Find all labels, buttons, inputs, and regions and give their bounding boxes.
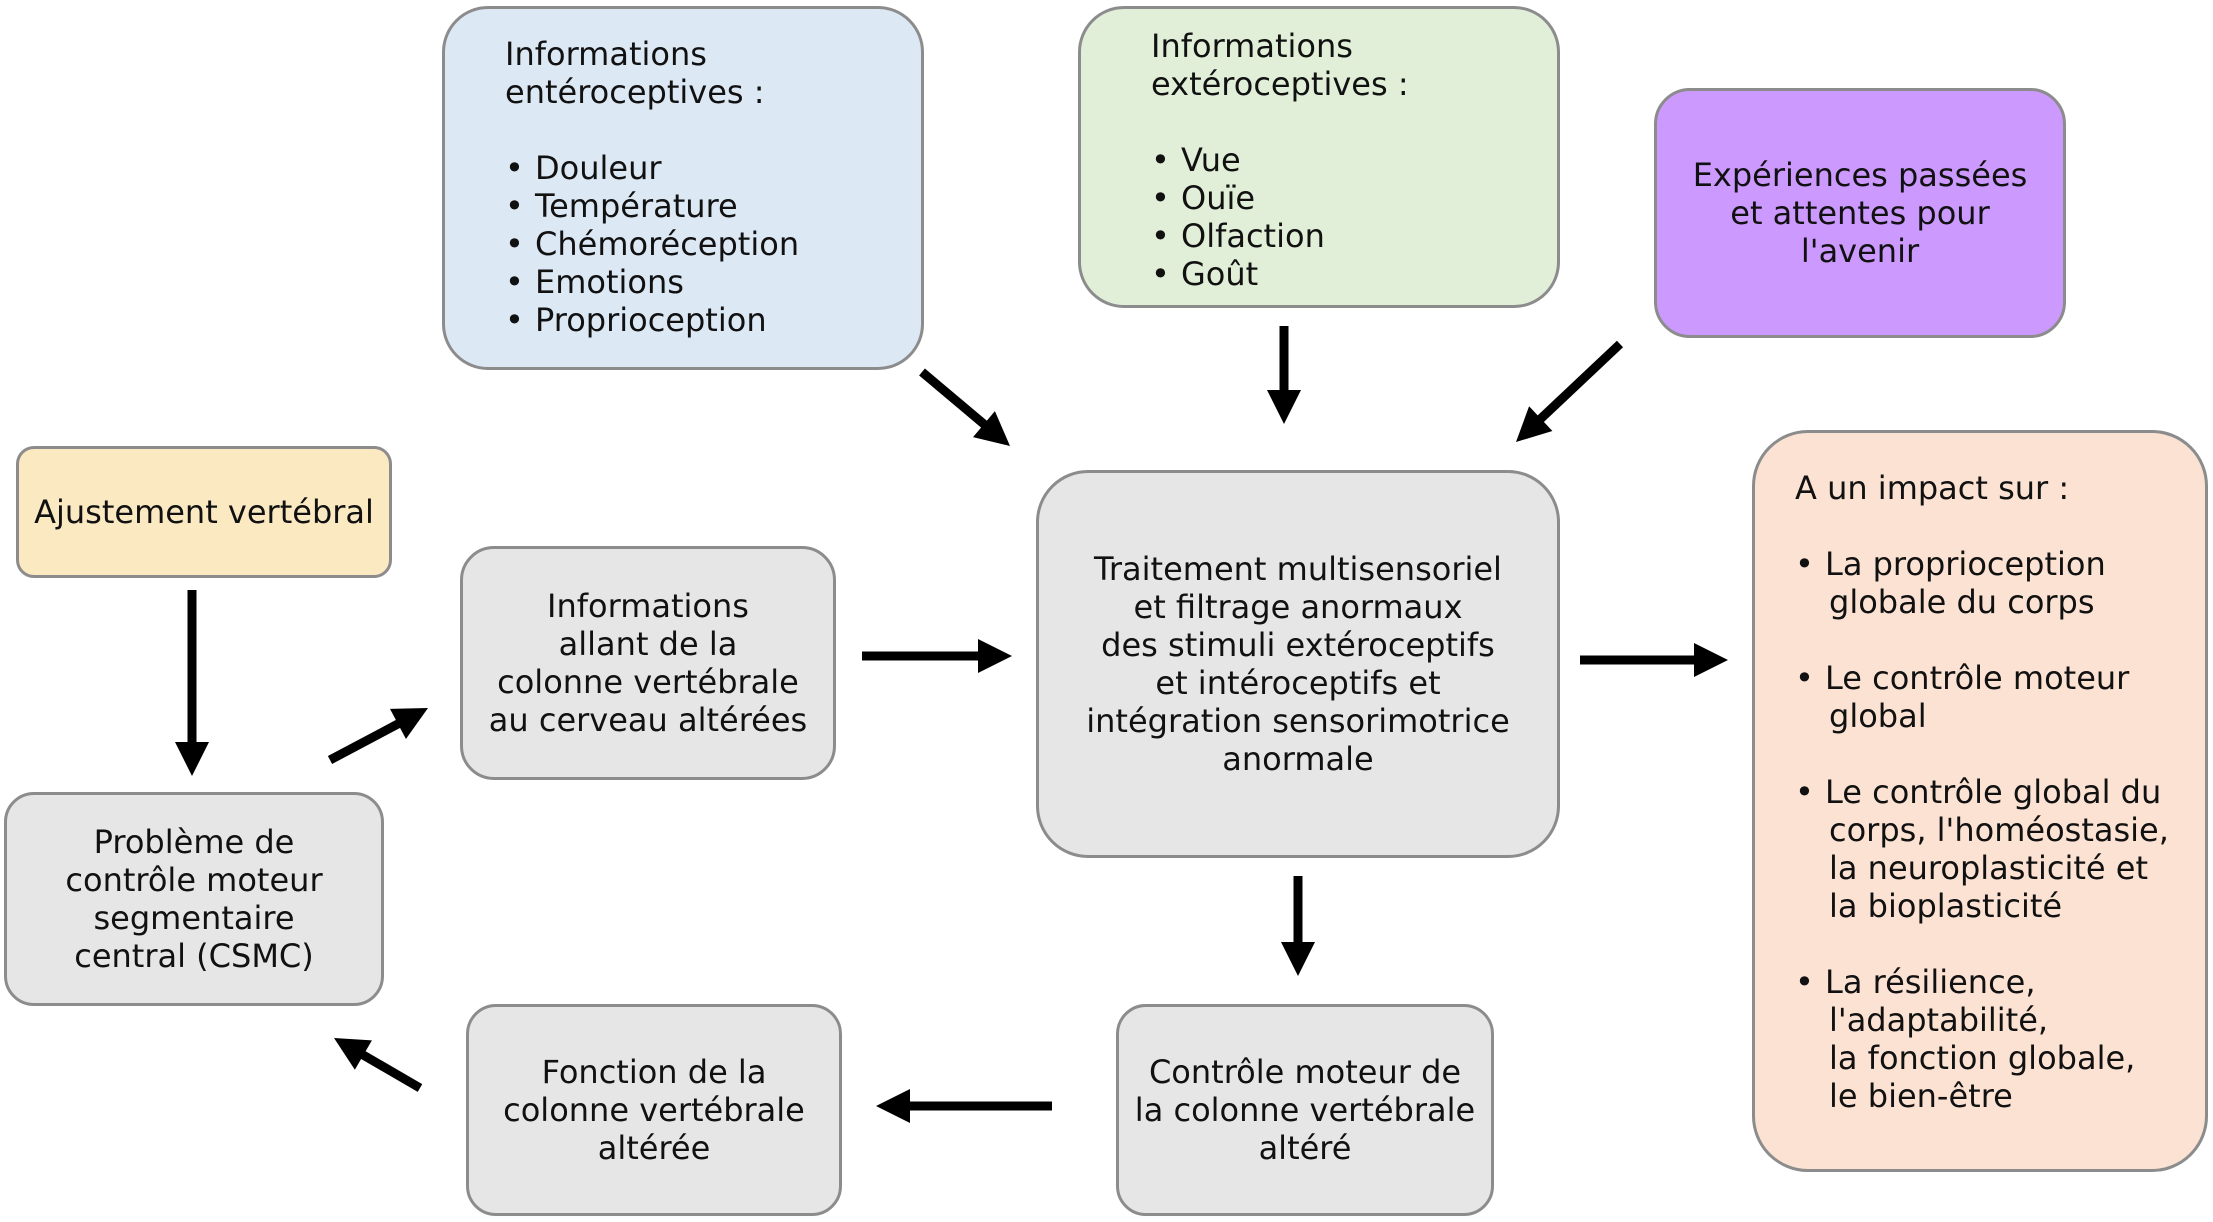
item-line: La proprioception bbox=[1825, 545, 2106, 583]
item-list: La proprioception globale du corps Le co… bbox=[1795, 545, 2205, 1115]
node-text-line: Traitement multisensoriel bbox=[1094, 550, 1502, 588]
item-line: l'adaptabilité, bbox=[1829, 1001, 2049, 1039]
title-line: extéroceptives : bbox=[1151, 65, 1409, 103]
item-line: le bien-être bbox=[1829, 1077, 2013, 1115]
node-text-line: et intéroceptifs et bbox=[1155, 664, 1441, 702]
item-line: Le contrôle moteur bbox=[1825, 659, 2130, 697]
arrow-experiences-to-processing bbox=[1516, 340, 1624, 442]
node-text-line: anormale bbox=[1222, 740, 1374, 778]
node-text-line: au cerveau altérées bbox=[488, 701, 808, 739]
item-line: la fonction globale, bbox=[1829, 1039, 2136, 1077]
node-title: A un impact sur : bbox=[1795, 469, 2205, 507]
item-line: globale du corps bbox=[1829, 583, 2095, 621]
list-item: Emotions bbox=[505, 263, 921, 301]
node-text-line: et attentes pour bbox=[1730, 194, 1990, 232]
node-text-line: colonne vertébrale bbox=[497, 663, 799, 701]
node-spine-information: Informations allant de la colonne vertéb… bbox=[460, 546, 836, 780]
arrow-interoceptive-to-processing bbox=[919, 368, 1010, 446]
arrow-processing-to-impact bbox=[1580, 643, 1728, 677]
arrow-processing-to-motor_control bbox=[1281, 876, 1315, 976]
item-line: corps, l'homéostasie, bbox=[1829, 811, 2169, 849]
node-text-line: Contrôle moteur de bbox=[1148, 1053, 1462, 1091]
node-text-line: segmentaire bbox=[93, 899, 295, 937]
list-item: Le contrôle global du corps, l'homéostas… bbox=[1795, 773, 2205, 925]
node-text-line: altéré bbox=[1258, 1129, 1352, 1167]
list-item: Olfaction bbox=[1151, 217, 1557, 255]
node-text-line: la colonne vertébrale bbox=[1134, 1091, 1476, 1129]
node-text-line: central (CSMC) bbox=[74, 937, 314, 975]
arrow-csmc-to-spine_info bbox=[327, 708, 428, 764]
node-text-line: Fonction de la bbox=[541, 1053, 767, 1091]
item-line: la neuroplasticité et bbox=[1829, 849, 2148, 887]
node-text-line: Ajustement vertébral bbox=[34, 493, 374, 531]
node-spine-function: Fonction de la colonne vertébrale altéré… bbox=[466, 1004, 842, 1216]
arrow-spine_info-to-processing bbox=[862, 639, 1012, 673]
node-text-line: contrôle moteur bbox=[65, 861, 323, 899]
node-text-line: allant de la bbox=[558, 625, 738, 663]
list-item: La résilience, l'adaptabilité, la foncti… bbox=[1795, 963, 2205, 1115]
item-line: Le contrôle global du bbox=[1825, 773, 2162, 811]
title-line: Informations bbox=[505, 35, 707, 73]
node-text-line: altérée bbox=[597, 1129, 711, 1167]
node-text-line: des stimuli extéroceptifs bbox=[1101, 626, 1495, 664]
node-title: Informations entéroceptives : bbox=[505, 35, 921, 111]
list-item: Ouïe bbox=[1151, 179, 1557, 217]
list-item: La proprioception globale du corps bbox=[1795, 545, 2205, 621]
node-interoceptive-information: Informations entéroceptives : Douleur Te… bbox=[442, 6, 924, 370]
node-exteroceptive-information: Informations extéroceptives : Vue Ouïe O… bbox=[1078, 6, 1560, 308]
arrow-adjustment-to-csmc bbox=[175, 590, 209, 776]
title-line: Informations bbox=[1151, 27, 1353, 65]
list-item: Proprioception bbox=[505, 301, 921, 339]
list-item: Douleur bbox=[505, 149, 921, 187]
node-vertebral-adjustment: Ajustement vertébral bbox=[16, 446, 392, 578]
node-text-line: et filtrage anormaux bbox=[1133, 588, 1463, 626]
node-impact: A un impact sur : La proprioception glob… bbox=[1752, 430, 2208, 1172]
list-item: Température bbox=[505, 187, 921, 225]
item-line: global bbox=[1829, 697, 1927, 735]
item-line: la bioplasticité bbox=[1829, 887, 2063, 925]
node-text-line: intégration sensorimotrice bbox=[1086, 702, 1510, 740]
list-item: Vue bbox=[1151, 141, 1557, 179]
node-multisensory-processing: Traitement multisensoriel et filtrage an… bbox=[1036, 470, 1560, 858]
node-text-line: colonne vertébrale bbox=[503, 1091, 805, 1129]
item-list: Douleur Température Chémoréception Emoti… bbox=[505, 149, 921, 339]
node-text-line: Informations bbox=[547, 587, 749, 625]
title-line: entéroceptives : bbox=[505, 73, 765, 111]
arrow-spine_function-to-csmc bbox=[334, 1038, 423, 1092]
node-csmc-problem: Problème de contrôle moteur segmentaire … bbox=[4, 792, 384, 1006]
node-title: Informations extéroceptives : bbox=[1151, 27, 1557, 103]
node-past-experiences: Expériences passées et attentes pour l'a… bbox=[1654, 88, 2066, 338]
item-line: La résilience, bbox=[1825, 963, 2036, 1001]
item-list: Vue Ouïe Olfaction Goût bbox=[1151, 141, 1557, 293]
arrow-exteroceptive-to-processing bbox=[1267, 326, 1301, 424]
title-line: A un impact sur : bbox=[1795, 469, 2070, 507]
list-item: Chémoréception bbox=[505, 225, 921, 263]
node-text-line: l'avenir bbox=[1800, 232, 1920, 270]
list-item: Le contrôle moteur global bbox=[1795, 659, 2205, 735]
node-text-line: Problème de bbox=[93, 823, 295, 861]
node-spine-motor-control: Contrôle moteur de la colonne vertébrale… bbox=[1116, 1004, 1494, 1216]
list-item: Goût bbox=[1151, 255, 1557, 293]
node-text-line: Expériences passées bbox=[1692, 156, 2028, 194]
arrow-motor_control-to-spine_function bbox=[876, 1089, 1052, 1123]
